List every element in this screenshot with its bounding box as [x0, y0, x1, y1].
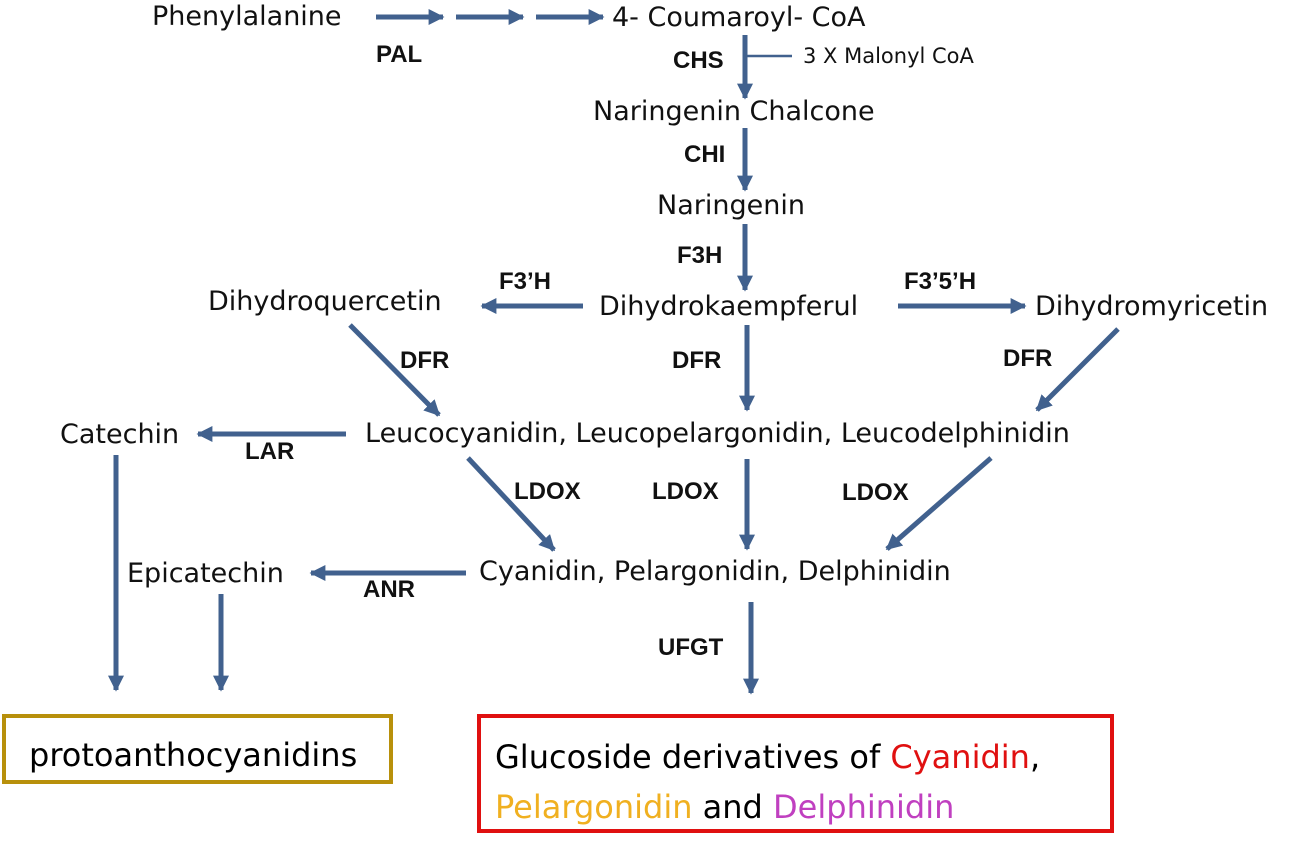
enzyme-ldox-left: LDOX: [514, 478, 581, 505]
node-malonyl-coa: 3 X Malonyl CoA: [803, 44, 974, 68]
enzyme-anr: ANR: [363, 576, 415, 603]
enzyme-f35h: F3’5’H: [904, 268, 977, 295]
protoanthocyanidins-label: protoanthocyanidins: [29, 736, 358, 774]
glucoside-comma: ,: [1029, 738, 1041, 776]
node-dihydrokaempferul: Dihydrokaempferul: [599, 291, 859, 322]
enzyme-lar: LAR: [245, 438, 295, 465]
node-phenylalanine: Phenylalanine: [152, 1, 342, 32]
node-catechin: Catechin: [60, 419, 180, 450]
node-coumaroyl-coa: 4- Coumaroyl- CoA: [612, 2, 866, 33]
arrow-ldox-left: [466, 456, 556, 552]
enzyme-pal: PAL: [376, 41, 423, 68]
glucoside-pelargonidin: Pelargonidin: [495, 788, 693, 826]
node-naringenin-chalcone: Naringenin Chalcone: [593, 96, 875, 127]
glucoside-cyanidin: Cyanidin: [890, 738, 1030, 776]
node-leucoanthocyanidins: Leucocyanidin, Leucopelargonidin, Leucod…: [365, 418, 1070, 449]
enzyme-f3h: F3H: [677, 242, 723, 269]
glucoside-and: and: [692, 788, 774, 826]
enzyme-chs: CHS: [673, 47, 724, 74]
enzyme-ldox-right: LDOX: [842, 479, 909, 506]
enzyme-ldox-middle: LDOX: [652, 478, 719, 505]
glucoside-derivatives-box: Glucoside derivatives of Cyanidin, Pelar…: [477, 714, 1114, 833]
glucoside-delphinidin: Delphinidin: [773, 788, 955, 826]
node-dihydromyricetin: Dihydromyricetin: [1035, 291, 1269, 322]
node-naringenin: Naringenin: [657, 190, 805, 221]
node-anthocyanidins: Cyanidin, Pelargonidin, Delphinidin: [479, 556, 951, 587]
enzyme-chi: CHI: [684, 141, 726, 168]
node-dihydroquercetin: Dihydroquercetin: [208, 286, 442, 317]
enzyme-dfr-middle: DFR: [672, 347, 722, 374]
arrow-dfr-right: [1035, 327, 1120, 412]
enzyme-ufgt: UFGT: [658, 634, 724, 661]
arrow-ldox-right: [885, 456, 993, 551]
enzyme-dfr-left: DFR: [400, 347, 450, 374]
arrow-dfr-left: [348, 323, 441, 417]
enzyme-dfr-right: DFR: [1003, 345, 1053, 372]
glucoside-prefix: Glucoside derivatives of: [495, 738, 891, 776]
node-epicatechin: Epicatechin: [127, 558, 284, 589]
enzyme-f3ph: F3’H: [499, 268, 552, 295]
protoanthocyanidins-box: protoanthocyanidins: [2, 714, 393, 784]
